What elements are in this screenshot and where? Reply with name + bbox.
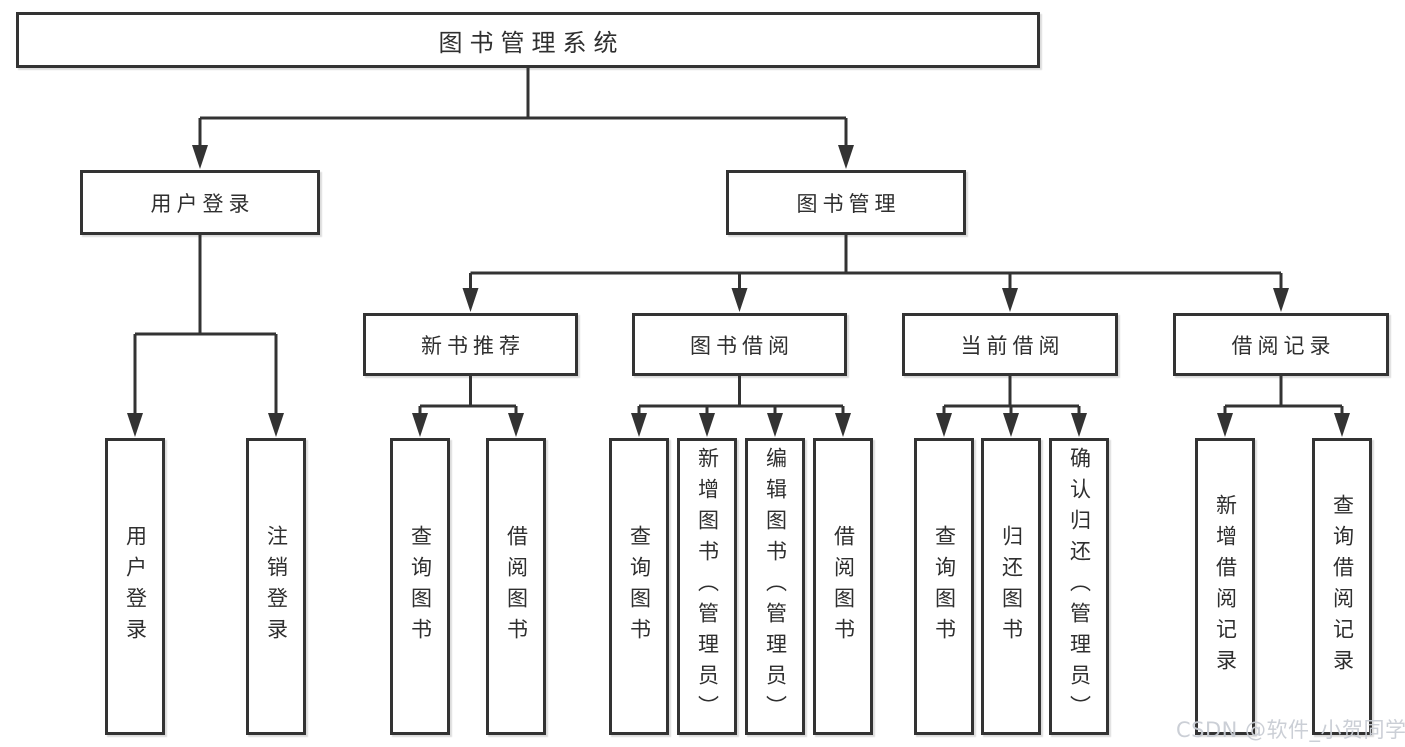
node-leaf-nb-query: 查询图书 [390, 438, 450, 735]
arrowhead-icon [731, 288, 748, 312]
node-newrec: 新书推荐 [363, 313, 578, 376]
node-leaf-rc-add: 新增借阅记录 [1195, 438, 1255, 735]
node-label-leaf-bw-borrow: 借阅图书 [831, 524, 856, 649]
node-label-login: 用户登录 [150, 191, 255, 216]
node-label-leaf-rc-add: 新增借阅记录 [1213, 493, 1238, 680]
arrowhead-icon [838, 145, 854, 169]
node-label-root: 图书管理系统 [438, 28, 625, 57]
node-root: 图书管理系统 [16, 12, 1040, 68]
arrowhead-icon [1003, 413, 1019, 437]
node-leaf-logout: 注销登录 [246, 438, 306, 735]
arrowhead-icon [699, 413, 715, 437]
node-label-leaf-cu-query: 查询图书 [932, 524, 957, 649]
arrowhead-icon [835, 413, 851, 437]
node-label-newrec: 新书推荐 [421, 333, 525, 358]
arrowhead-icon [268, 413, 284, 437]
arrowhead-icon [767, 413, 783, 437]
node-records: 借阅记录 [1173, 313, 1389, 376]
arrowhead-icon [412, 413, 428, 437]
node-label-borrow: 图书借阅 [690, 333, 794, 358]
node-leaf-cu-query: 查询图书 [914, 438, 974, 735]
arrowhead-icon [192, 145, 208, 169]
node-label-leaf-user-login: 用户登录 [123, 524, 148, 649]
node-leaf-bw-query: 查询图书 [609, 438, 669, 735]
watermark-text: CSDN @软件_小贺同学 [1176, 718, 1405, 742]
node-label-leaf-nb-borrow: 借阅图书 [504, 524, 529, 649]
node-label-leaf-cu-return: 归还图书 [999, 524, 1024, 649]
node-leaf-nb-borrow: 借阅图书 [486, 438, 546, 735]
node-label-records: 借阅记录 [1231, 333, 1336, 358]
arrowhead-icon [936, 413, 952, 437]
node-label-leaf-logout: 注销登录 [264, 524, 289, 649]
arrowhead-icon [462, 288, 479, 312]
node-leaf-bw-borrow: 借阅图书 [813, 438, 873, 735]
arrowhead-icon [127, 413, 143, 437]
node-leaf-bw-edit: 编辑图书（管理员） [745, 438, 805, 735]
node-label-leaf-bw-edit: 编辑图书（管理员） [763, 447, 788, 726]
node-leaf-user-login: 用户登录 [105, 438, 165, 735]
node-label-leaf-rc-query: 查询借阅记录 [1330, 493, 1355, 680]
node-leaf-rc-query: 查询借阅记录 [1312, 438, 1372, 735]
node-leaf-bw-add: 新增图书（管理员） [677, 438, 737, 735]
node-leaf-cu-return: 归还图书 [981, 438, 1041, 735]
node-label-current: 当前借阅 [960, 333, 1065, 358]
arrowhead-icon [631, 413, 647, 437]
node-mgmt: 图书管理 [726, 170, 966, 235]
node-label-leaf-bw-query: 查询图书 [627, 524, 652, 649]
node-borrow: 图书借阅 [632, 313, 847, 376]
node-label-leaf-cu-confirm: 确认归还（管理员） [1067, 447, 1092, 726]
node-label-leaf-bw-add: 新增图书（管理员） [695, 447, 720, 726]
arrowhead-icon [1217, 413, 1233, 437]
arrowhead-icon [1273, 288, 1289, 312]
node-current: 当前借阅 [902, 313, 1118, 376]
arrowhead-icon [1002, 288, 1018, 312]
arrowhead-icon [508, 413, 524, 437]
node-login: 用户登录 [80, 170, 320, 235]
node-leaf-cu-confirm: 确认归还（管理员） [1049, 438, 1109, 735]
arrowhead-icon [1071, 413, 1087, 437]
node-label-mgmt: 图书管理 [796, 191, 901, 216]
arrowhead-icon [1334, 413, 1350, 437]
node-label-leaf-nb-query: 查询图书 [408, 524, 433, 649]
